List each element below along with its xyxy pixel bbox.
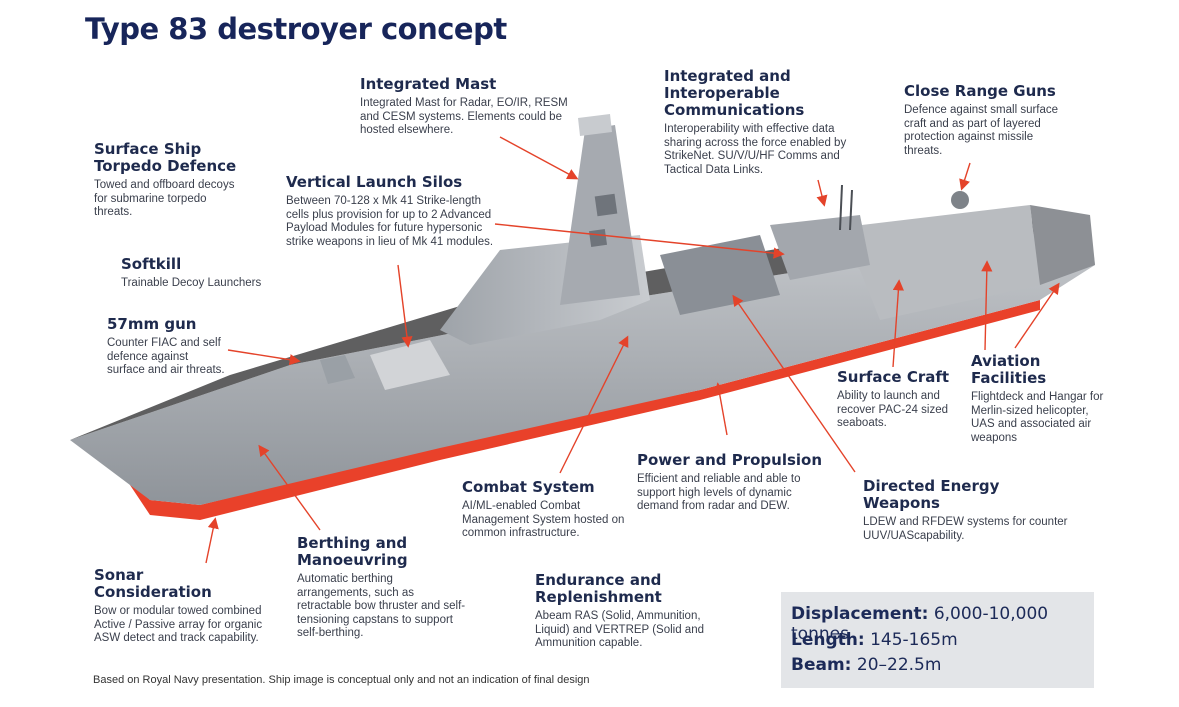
annotation-berthing: Berthing and Manoeuvring Automatic berth… [297,535,467,641]
vertical-launch-silos [370,340,450,390]
annotation-close-range-guns: Close Range Guns Defence against small s… [904,83,1074,158]
annotation-text: Between 70-128 x Mk 41 Strike-length cel… [286,195,494,248]
aft-superstructure [770,215,870,280]
hangar [820,205,1040,320]
flight-deck [1030,205,1095,285]
spec-label: Length: [791,630,865,650]
annotation-gun-57mm: 57mm gun Counter FIAC and self defence a… [107,316,227,378]
gun-57mm [320,355,355,384]
annotation-text: Counter FIAC and self defence against su… [107,337,225,377]
annotation-text: Automatic berthing arrangements, such as… [297,573,466,640]
spec-beam: Beam: 20–22.5m [791,655,941,675]
annotation-text: Abeam RAS (Solid, Ammunition, Liquid) an… [535,610,704,650]
annotation-aviation: Aviation Facilities Flightdeck and Hanga… [971,353,1111,445]
annotation-directed-energy: Directed Energy Weapons LDEW and RFDEW s… [863,478,1073,543]
annotation-heading: Endurance and Replenishment [535,571,662,606]
annotation-arrows [205,136,1060,564]
annotation-heading: Integrated and Interoperable Communicati… [664,67,805,119]
annotation-text: LDEW and RFDEW systems for counter UUV/U… [863,516,1068,542]
annotation-heading: Softkill [121,255,182,273]
spec-value: 20–22.5m [856,655,942,675]
annotation-text: AI/ML-enabled Combat Management System h… [462,500,625,540]
annotation-text: Flightdeck and Hangar for Merlin-sized h… [971,391,1104,444]
annotation-text: Towed and offboard decoys for submarine … [94,179,235,219]
annotation-endurance: Endurance and Replenishment Abeam RAS (S… [535,572,725,651]
annotation-text: Efficient and reliable and able to suppo… [637,473,801,513]
annotation-heading: Directed Energy Weapons [863,477,1000,512]
annotation-heading: Close Range Guns [904,82,1056,100]
annotation-heading: Power and Propulsion [637,451,823,469]
footer-note: Based on Royal Navy presentation. Ship i… [93,674,590,686]
annotation-text: Trainable Decoy Launchers [121,277,262,289]
annotation-heading: Integrated Mast [360,75,497,93]
annotation-text: Bow or modular towed combined Active / P… [94,605,263,645]
annotation-communications: Integrated and Interoperable Communicati… [664,68,869,177]
annotation-heading: Aviation Facilities [971,352,1047,387]
annotation-combat-system: Combat System AI/ML-enabled Combat Manag… [462,479,627,541]
spec-label: Beam: [791,655,852,675]
annotation-torpedo-defence: Surface Ship Torpedo Defence Towed and o… [94,141,244,220]
annotation-heading: Vertical Launch Silos [286,173,463,191]
mid-superstructure [660,235,780,315]
mast-top [578,114,612,136]
annotation-heading: Surface Ship Torpedo Defence [94,140,237,175]
spec-length: Length: 145-165m [791,630,958,650]
spec-displacement: Displacement: 6,000-10,000 tonnes [791,604,1094,644]
annotation-text: Interoperability with effective data sha… [664,123,847,176]
annotation-vertical-launch: Vertical Launch Silos Between 70-128 x M… [286,174,501,249]
annotation-text: Integrated Mast for Radar, EO/IR, RESM a… [360,97,568,137]
specs-box: Displacement: 6,000-10,000 tonnes Length… [781,592,1094,688]
spec-value: 6,000-10,000 tonnes [791,604,1049,644]
spec-value: 145-165m [870,630,958,650]
annotation-text: Defence against small surface craft and … [904,104,1059,157]
annotation-surface-craft: Surface Craft Ability to launch and reco… [837,369,957,431]
spec-label: Displacement: [791,604,929,624]
annotation-heading: Sonar Consideration [94,566,212,601]
annotation-heading: Surface Craft [837,368,950,386]
annotation-integrated-mast: Integrated Mast Integrated Mast for Rada… [360,76,570,138]
hull [70,225,1095,505]
annotation-power: Power and Propulsion Efficient and relia… [637,452,832,514]
annotation-heading: Combat System [462,478,595,496]
annotation-text: Ability to launch and recover PAC-24 siz… [837,390,948,430]
annotation-softkill: Softkill Trainable Decoy Launchers [121,256,281,291]
annotation-heading: 57mm gun [107,315,197,333]
annotation-sonar: Sonar Consideration Bow or modular towed… [94,567,264,646]
annotation-heading: Berthing and Manoeuvring [297,534,408,569]
page-title: Type 83 destroyer concept [85,12,507,46]
